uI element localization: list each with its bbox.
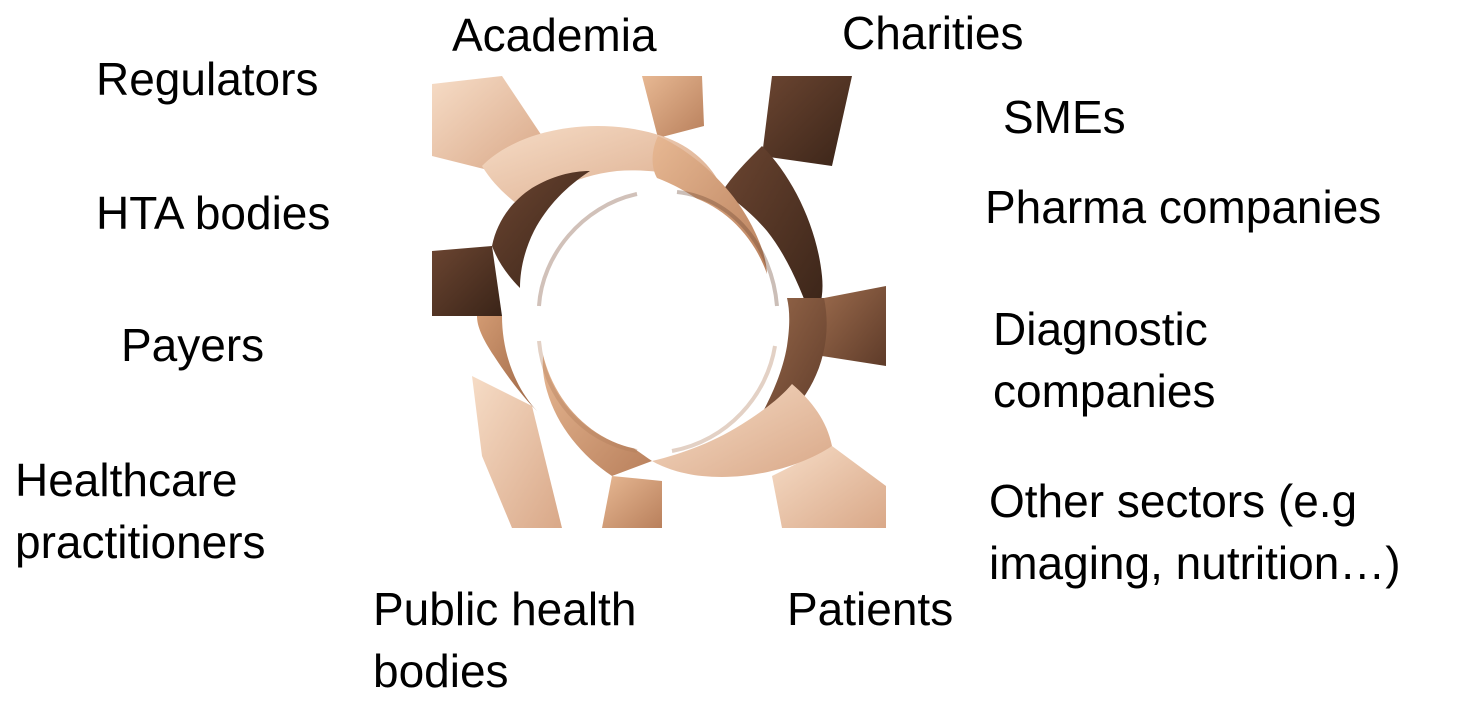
ring-center xyxy=(539,191,775,451)
label-hta-bodies: HTA bodies xyxy=(96,182,330,244)
hand-right xyxy=(752,298,827,431)
label-payers-text: Payers xyxy=(121,319,265,371)
label-other-sectors: Other sectors (e.g imaging, nutrition…) xyxy=(989,470,1401,594)
label-regulators-text: Regulators xyxy=(96,53,319,105)
label-payers: Payers xyxy=(121,314,264,376)
label-diagnostic-line-2: companies xyxy=(993,365,1216,417)
forearm-left xyxy=(432,246,502,316)
label-other-line-1: Other sectors (e.g xyxy=(989,475,1358,527)
label-healthcare-line-1: Healthcare xyxy=(15,454,238,506)
forearm-bottom xyxy=(602,476,662,528)
label-healthcare-line-2: practitioners xyxy=(15,516,266,568)
circle-of-hands-image xyxy=(432,76,886,528)
label-public-line-1: Public health xyxy=(373,583,637,635)
label-diagnostic-line-1: Diagnostic xyxy=(993,303,1208,355)
label-academia: Academia xyxy=(452,4,657,66)
label-pharma-companies: Pharma companies xyxy=(985,176,1381,238)
forearm-bottom-right xyxy=(772,446,886,528)
hand-left-lower xyxy=(477,316,537,411)
forearm-top-right xyxy=(762,76,852,166)
hand-top-right xyxy=(722,146,823,321)
label-smes: SMEs xyxy=(1003,86,1126,148)
forearm-right xyxy=(822,286,886,366)
label-patients: Patients xyxy=(787,578,953,640)
label-diagnostic-companies: Diagnostic companies xyxy=(993,298,1215,422)
label-academia-text: Academia xyxy=(452,9,657,61)
label-patients-text: Patients xyxy=(787,583,954,635)
label-pharma-companies-text: Pharma companies xyxy=(985,181,1382,233)
label-charities: Charities xyxy=(842,2,1024,64)
label-public-health-bodies: Public health bodies xyxy=(373,578,636,702)
forearm-top xyxy=(642,76,704,138)
hand-left-upper xyxy=(492,171,590,288)
label-smes-text: SMEs xyxy=(1003,91,1126,143)
forearm-bottom-left xyxy=(472,376,562,528)
label-public-line-2: bodies xyxy=(373,645,509,697)
label-charities-text: Charities xyxy=(842,7,1024,59)
label-healthcare-practitioners: Healthcare practitioners xyxy=(15,449,266,573)
hand-bottom-right xyxy=(652,384,832,477)
label-hta-bodies-text: HTA bodies xyxy=(96,187,331,239)
label-other-line-2: imaging, nutrition…) xyxy=(989,537,1401,589)
label-regulators: Regulators xyxy=(96,48,318,110)
